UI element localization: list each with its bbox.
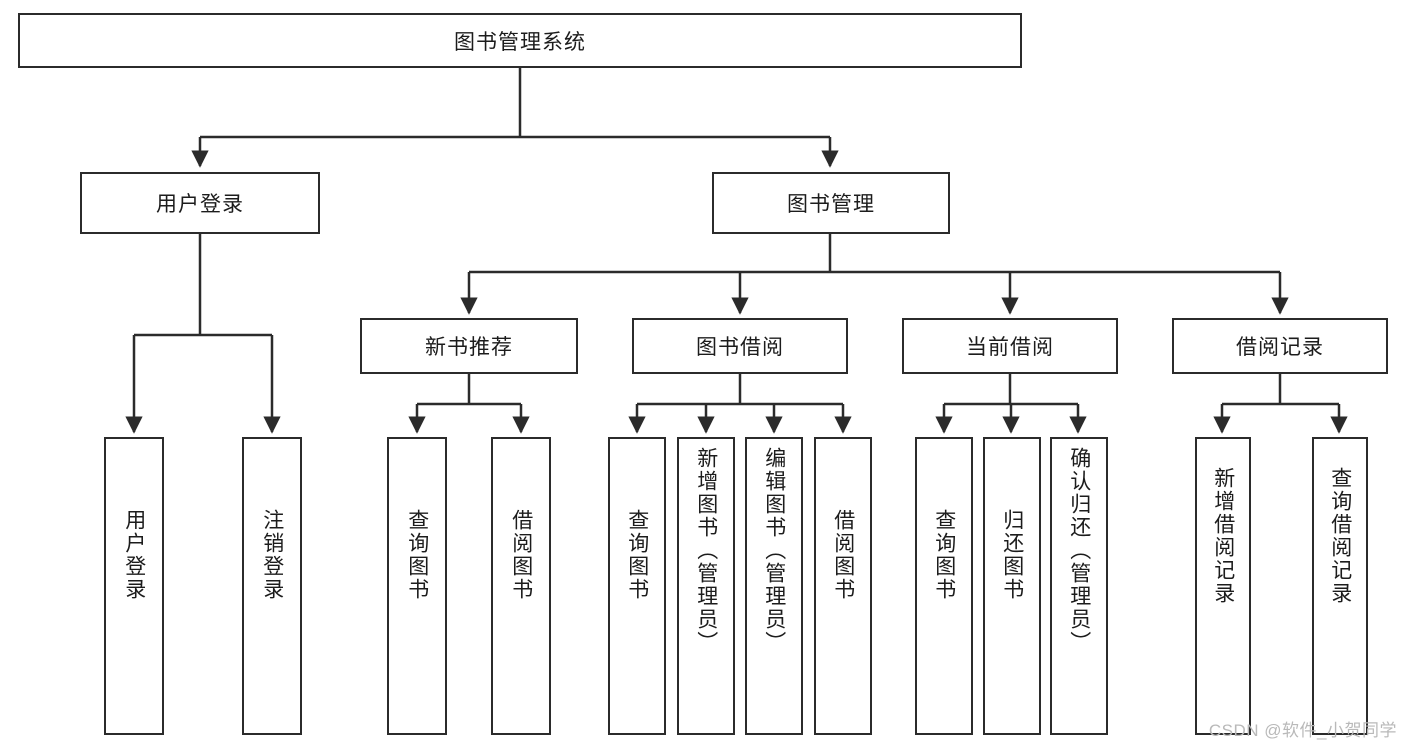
node-borrow-record[interactable]: 借阅记录 (1172, 318, 1388, 374)
leaf-label: 注销登录 (260, 509, 284, 601)
leaf-current-borrow-confirm[interactable]: 确认归还（管理员） (1050, 437, 1108, 735)
leaf-label: 查询图书 (932, 509, 956, 601)
node-book-borrow[interactable]: 图书借阅 (632, 318, 848, 374)
node-current-borrow[interactable]: 当前借阅 (902, 318, 1118, 374)
node-book-management[interactable]: 图书管理 (712, 172, 950, 234)
leaf-user-login-signout[interactable]: 注销登录 (242, 437, 302, 735)
node-borrow-record-label: 借阅记录 (1236, 336, 1324, 359)
node-book-management-label: 图书管理 (787, 193, 875, 216)
node-new-book-recommend-label: 新书推荐 (425, 336, 513, 359)
leaf-current-borrow-query[interactable]: 查询图书 (915, 437, 973, 735)
leaf-label: 用户登录 (122, 509, 146, 601)
leaf-book-borrow-borrow[interactable]: 借阅图书 (814, 437, 872, 735)
leaf-label: 查询图书 (625, 509, 649, 601)
leaf-label: 查询借阅记录 (1328, 467, 1352, 605)
leaf-new-book-query[interactable]: 查询图书 (387, 437, 447, 735)
node-current-borrow-label: 当前借阅 (966, 336, 1054, 359)
node-root-label: 图书管理系统 (454, 30, 586, 54)
leaf-label: 确认归还（管理员） (1067, 447, 1091, 654)
node-user-login-label: 用户登录 (156, 193, 244, 216)
leaf-borrow-record-query[interactable]: 查询借阅记录 (1312, 437, 1368, 735)
leaf-label: 查询图书 (405, 509, 429, 601)
leaf-label: 借阅图书 (831, 509, 855, 601)
leaf-book-borrow-query[interactable]: 查询图书 (608, 437, 666, 735)
leaf-user-login-signin[interactable]: 用户登录 (104, 437, 164, 735)
leaf-borrow-record-add[interactable]: 新增借阅记录 (1195, 437, 1251, 735)
node-user-login[interactable]: 用户登录 (80, 172, 320, 234)
node-new-book-recommend[interactable]: 新书推荐 (360, 318, 578, 374)
watermark: CSDN @软件_小贺同学 (1208, 721, 1397, 740)
node-book-borrow-label: 图书借阅 (696, 336, 784, 359)
leaf-label: 新增图书（管理员） (694, 447, 718, 654)
leaf-label: 借阅图书 (509, 509, 533, 601)
leaf-book-borrow-edit[interactable]: 编辑图书（管理员） (745, 437, 803, 735)
leaf-label: 归还图书 (1000, 509, 1024, 601)
leaf-book-borrow-add[interactable]: 新增图书（管理员） (677, 437, 735, 735)
leaf-label: 编辑图书（管理员） (762, 447, 786, 654)
leaf-label: 新增借阅记录 (1211, 467, 1235, 605)
leaf-new-book-borrow[interactable]: 借阅图书 (491, 437, 551, 735)
leaf-current-borrow-return[interactable]: 归还图书 (983, 437, 1041, 735)
node-root[interactable]: 图书管理系统 (18, 13, 1022, 68)
